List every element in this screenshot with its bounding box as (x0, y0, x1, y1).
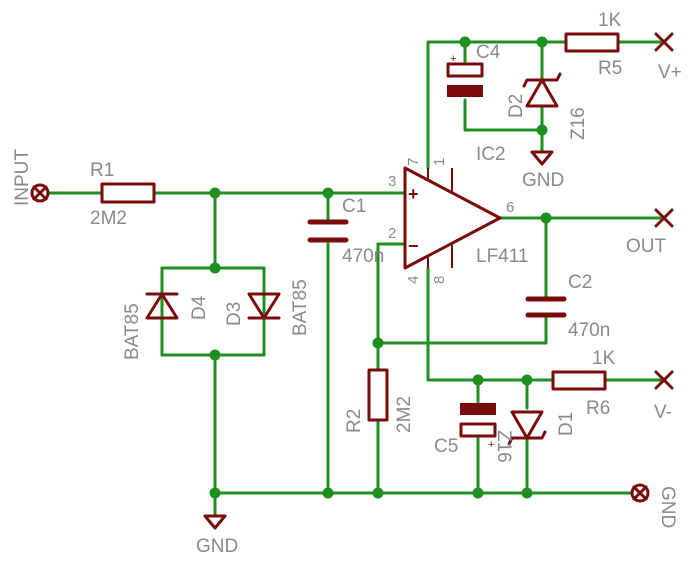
d4-name: D4 (189, 295, 210, 320)
c1-value: 470n (342, 246, 384, 267)
out-label: OUT (626, 236, 667, 257)
gnd-bottom-label: GND (196, 536, 238, 557)
d1-name: D1 (556, 412, 577, 436)
r6-value: 1K (592, 348, 616, 369)
pin-4: 4 (405, 276, 422, 284)
opamp-minus: − (408, 236, 419, 256)
junction-dot (322, 187, 334, 199)
junction-dot (521, 487, 533, 499)
junction-dot (521, 374, 533, 386)
d3-name: D3 (224, 302, 245, 326)
d3-symbol (247, 292, 281, 320)
pin-8: 8 (431, 276, 448, 284)
junction-dot (372, 337, 384, 349)
d4-value: BAT85 (122, 303, 143, 360)
c2-value: 470n (568, 320, 610, 341)
svg-text:+: + (450, 53, 456, 65)
junction-dot (540, 212, 552, 224)
vplus-label: V+ (658, 62, 682, 83)
d1-value: Z16 (493, 430, 514, 463)
c2-name: C2 (568, 272, 592, 293)
ic2-value: LF411 (476, 246, 528, 267)
junction-dot (209, 187, 221, 199)
junction-dot (459, 36, 471, 48)
r1-name: R1 (90, 160, 114, 181)
gnd-symbol-bottom (203, 514, 227, 530)
c1-symbol (307, 219, 349, 243)
d4-symbol (145, 292, 179, 320)
vplus-port (654, 32, 674, 52)
r2-name: R2 (344, 409, 365, 433)
r5-value: 1K (598, 10, 622, 31)
c4-symbol: + (446, 53, 484, 97)
ic2-name: IC2 (476, 144, 506, 165)
c4-name: C4 (476, 42, 501, 63)
d1-symbol (507, 410, 547, 446)
c2-symbol (525, 296, 567, 318)
gnd-symbol-top (530, 150, 554, 166)
pin-7: 7 (405, 158, 422, 166)
junction-dot (472, 374, 484, 386)
svg-text:+: + (488, 439, 494, 451)
input-label: INPUT (12, 149, 33, 206)
vminus-label: V- (654, 402, 672, 423)
pin-1: 1 (431, 158, 448, 166)
d2-name: D2 (506, 94, 527, 118)
r2-value: 2M2 (394, 396, 415, 433)
pin-6: 6 (506, 199, 514, 216)
opamp-plus: + (408, 184, 419, 204)
r6-name: R6 (586, 398, 610, 419)
r6-body (551, 370, 607, 391)
junction-dot (209, 349, 221, 361)
d2-value: Z16 (568, 107, 589, 140)
junction-dot (372, 487, 384, 499)
junction-dot (209, 487, 221, 499)
c1-name: C1 (342, 196, 366, 217)
r5-name: R5 (598, 58, 622, 79)
junctions (209, 36, 552, 499)
junction-dot (536, 36, 548, 48)
gnd-port (630, 483, 650, 503)
pin-3: 3 (388, 173, 396, 190)
out-port (654, 208, 674, 228)
d3-value: BAT85 (290, 279, 311, 336)
d2-symbol (522, 72, 562, 108)
vminus-port (654, 370, 674, 390)
gnd-port-label: GND (657, 486, 678, 528)
gnd-top-label: GND (522, 170, 564, 191)
c5-symbol: + (459, 403, 497, 451)
r5-body (564, 32, 620, 53)
input-port (30, 183, 50, 203)
junction-dot (322, 487, 334, 499)
r2-body (367, 368, 389, 422)
r1-body (100, 182, 156, 204)
r1-value: 2M2 (90, 208, 127, 229)
junction-dot (536, 124, 548, 136)
opamp-ic2 (403, 166, 502, 270)
c5-name: C5 (434, 436, 458, 457)
junction-dot (209, 262, 221, 274)
junction-dot (472, 487, 484, 499)
pin-2: 2 (388, 225, 396, 242)
